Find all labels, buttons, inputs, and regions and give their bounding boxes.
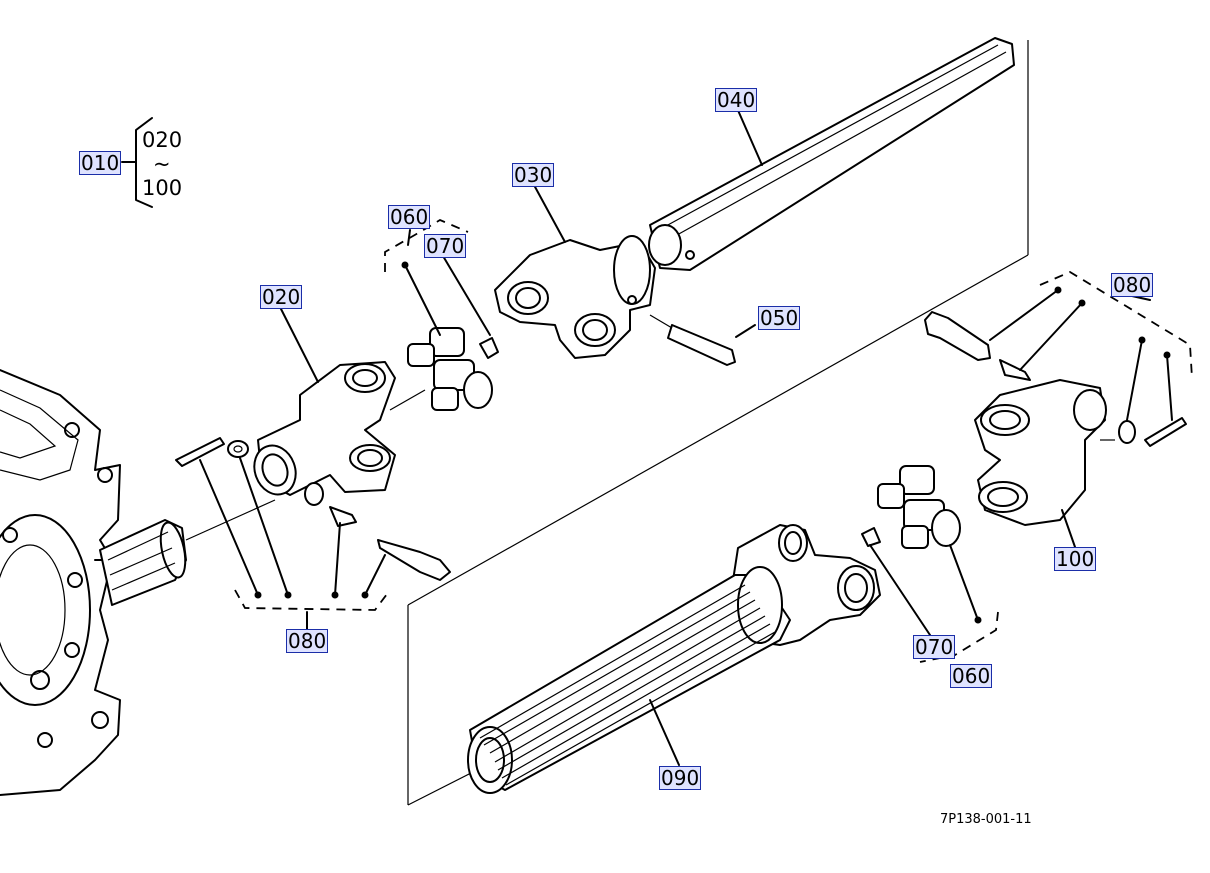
callout-060-lower[interactable]: 060 xyxy=(950,664,993,688)
drawing-code: 7P138-001-11 xyxy=(940,812,1032,827)
kit-dots xyxy=(254,261,1171,624)
assembly-range-separator: ~ xyxy=(153,152,171,176)
left-pin-kit xyxy=(175,437,451,581)
middle-yoke xyxy=(494,235,656,359)
assembly-range-start: 020 xyxy=(142,128,183,152)
upper-spider xyxy=(407,327,499,411)
callout-070-lower[interactable]: 070 xyxy=(913,635,956,659)
callout-010[interactable]: 010 xyxy=(79,151,122,175)
assembly-range-end: 100 xyxy=(142,176,183,200)
assembly-bracket xyxy=(121,117,153,208)
callout-080-right[interactable]: 080 xyxy=(1111,273,1154,297)
leader-lines xyxy=(199,107,1173,766)
callout-090[interactable]: 090 xyxy=(659,766,702,790)
splined-tube-shaft xyxy=(467,524,881,794)
callout-040[interactable]: 040 xyxy=(715,88,758,112)
square-tube-shaft xyxy=(648,37,1015,271)
callout-030[interactable]: 030 xyxy=(512,163,555,187)
callout-080-left[interactable]: 080 xyxy=(286,629,329,653)
lower-spider xyxy=(861,465,961,549)
callout-020[interactable]: 020 xyxy=(260,285,303,309)
front-yoke xyxy=(253,361,426,496)
rear-yoke xyxy=(974,379,1115,526)
callout-070-upper[interactable]: 070 xyxy=(424,234,467,258)
transmission-housing xyxy=(0,369,121,796)
callout-060-upper[interactable]: 060 xyxy=(388,205,431,229)
callout-100[interactable]: 100 xyxy=(1054,547,1097,571)
spring-pin xyxy=(649,314,736,366)
callout-050[interactable]: 050 xyxy=(758,306,801,330)
axis-frame xyxy=(407,40,1029,806)
right-pin-kit xyxy=(924,311,1187,447)
input-shaft xyxy=(99,499,276,606)
